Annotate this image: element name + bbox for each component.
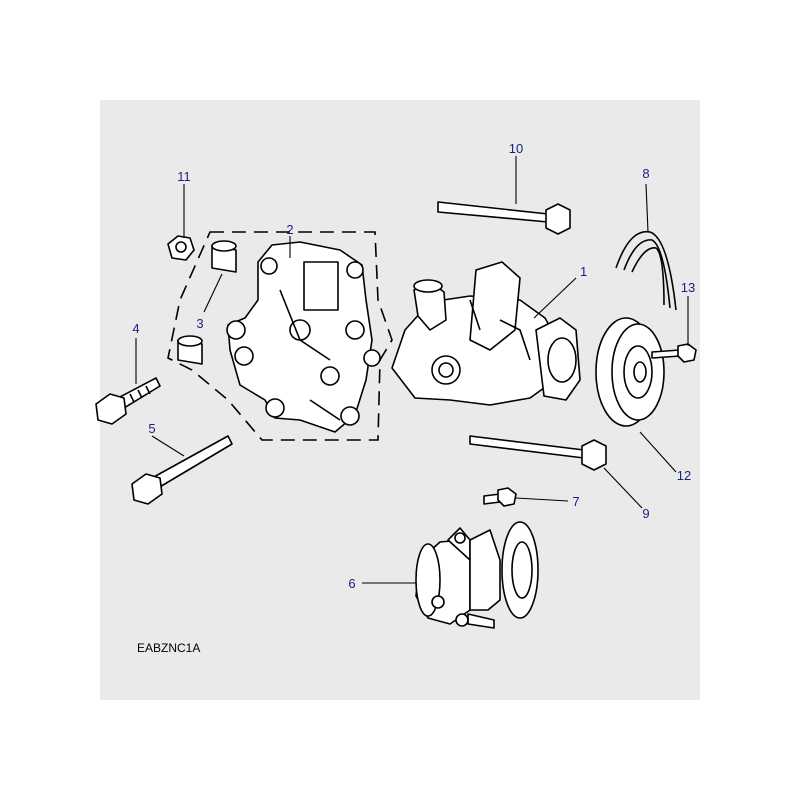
leader-lines [135,156,689,584]
callout-12: 12 [677,468,691,483]
part-bolt-top [437,201,571,235]
callout-8: 8 [642,166,649,181]
callout-1: 1 [580,264,587,279]
part-bolt-tensioner [483,487,517,507]
callout-7: 7 [572,494,579,509]
part-bolt-small [651,343,697,363]
drawing-code: EABZNC1A [137,641,200,655]
callout-5: 5 [148,421,155,436]
part-pulley [595,317,665,427]
callout-2: 2 [286,222,293,237]
callout-3: 3 [196,316,203,331]
callout-13: 13 [681,280,695,295]
part-bolt-long [131,435,233,505]
part-bolt-short [95,377,161,425]
part-nut [167,235,195,261]
callout-6: 6 [348,576,355,591]
part-belt [615,230,677,311]
part-pump [391,261,581,406]
part-bush [177,240,237,365]
callout-4: 4 [132,321,139,336]
callout-11: 11 [177,169,191,184]
callout-9: 9 [642,506,649,521]
part-bracket [167,231,393,441]
callout-10: 10 [509,141,523,156]
callout-labels: 1 2 3 4 5 6 7 8 9 10 11 12 13 [132,141,695,591]
part-tensioner [415,521,539,629]
part-bolt-mid [469,435,607,471]
